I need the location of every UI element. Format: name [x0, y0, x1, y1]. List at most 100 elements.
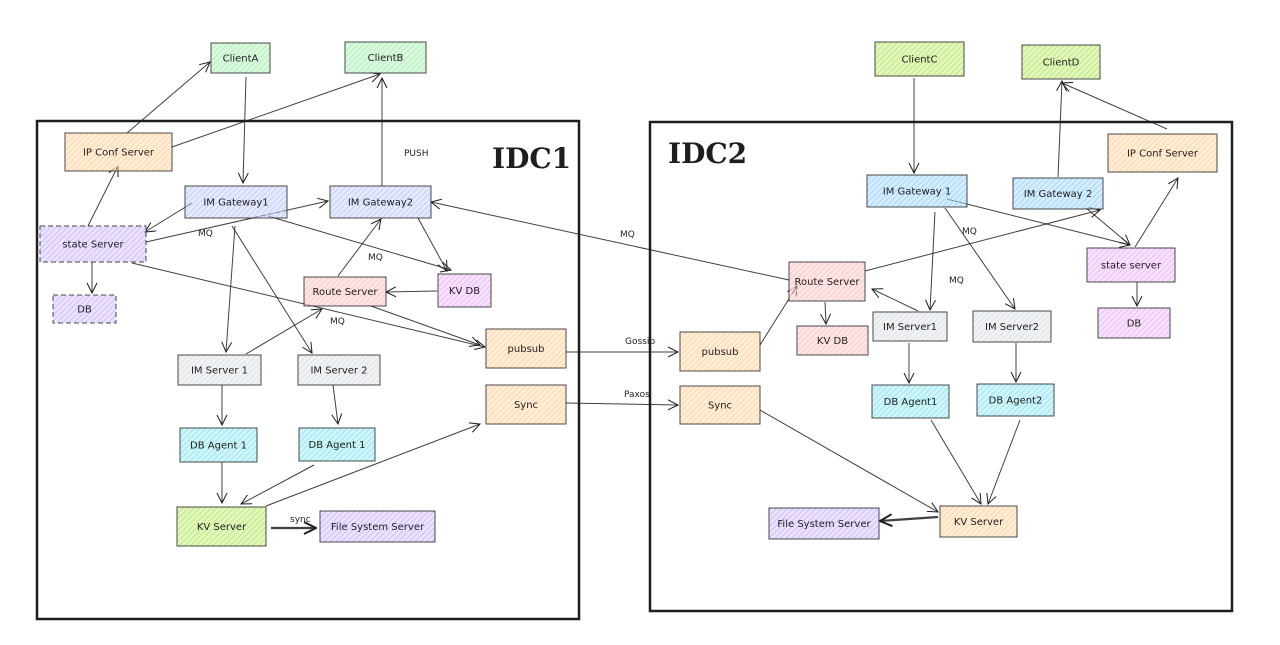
node-box[interactable] [939, 505, 1018, 538]
node-box[interactable] [972, 310, 1052, 343]
node-label: IM Gateway1 [203, 198, 268, 209]
arrow-line [126, 62, 210, 134]
node-gw2b[interactable]: IM Gateway 2 [1012, 177, 1104, 210]
node-box[interactable] [1107, 133, 1218, 173]
node-pubsub1[interactable]: pubsub [485, 328, 567, 369]
node-dba1b[interactable]: DB Agent 1 [298, 427, 376, 462]
node-kvs2[interactable]: KV Server [939, 505, 1018, 538]
node-box[interactable] [297, 354, 381, 386]
edge-dba1b-to-kvs1 [241, 464, 315, 504]
edge-label: PUSH [404, 149, 429, 159]
node-fss2[interactable]: File System Server [768, 507, 880, 540]
node-box[interactable] [768, 507, 880, 540]
arrow-line [880, 517, 939, 521]
node-box[interactable] [788, 261, 866, 302]
edge-label: MQ [949, 276, 964, 286]
node-route2[interactable]: Route Server [788, 261, 866, 302]
node-box[interactable] [872, 311, 948, 342]
node-gw1b[interactable]: IM Gateway2 [329, 185, 432, 219]
edge-gw1b-to-clientB: PUSH [382, 78, 429, 186]
arrow-line [145, 202, 193, 232]
node-box[interactable] [485, 328, 567, 369]
node-box[interactable] [210, 42, 271, 74]
node-box[interactable] [485, 384, 567, 425]
node-clientB[interactable]: ClientB [344, 41, 427, 74]
node-ipconf1[interactable]: IP Conf Server [64, 132, 173, 172]
node-box[interactable] [64, 132, 173, 172]
edge-route2-to-gw1b: MQ [431, 202, 790, 281]
node-box[interactable] [1086, 247, 1176, 283]
node-box[interactable] [344, 41, 427, 74]
node-state2[interactable]: state server [1086, 247, 1176, 283]
node-db2[interactable]: DB [1097, 307, 1171, 339]
edge-route1-to-pubsub1 [370, 305, 480, 345]
arrow-line [988, 419, 1021, 504]
node-db1[interactable]: DB [52, 294, 117, 324]
node-clientC[interactable]: ClientC [874, 41, 965, 77]
node-state1[interactable]: state Server [39, 225, 147, 263]
node-gw2a[interactable]: IM Gateway 1 [866, 174, 968, 208]
container-idc2: IDC2 [648, 120, 1234, 613]
node-pubsub2[interactable]: pubsub [679, 331, 761, 372]
node-ims1a[interactable]: IM Server 1 [177, 354, 262, 386]
arrow-line [759, 409, 938, 512]
edge-gw1a-to-ims1a [226, 225, 236, 352]
node-dba2b[interactable]: DB Agent2 [976, 383, 1055, 417]
node-dba2a[interactable]: DB Agent1 [871, 384, 950, 419]
arrow-line [930, 419, 981, 504]
arrow-line [231, 225, 312, 353]
node-label: DB Agent1 [884, 397, 938, 408]
node-box[interactable] [1012, 177, 1104, 210]
node-box[interactable] [52, 294, 117, 324]
node-box[interactable] [176, 506, 267, 547]
node-box[interactable] [179, 427, 258, 463]
node-box[interactable] [303, 276, 387, 307]
node-ims2a[interactable]: IM Server1 [872, 311, 948, 342]
node-box[interactable] [177, 354, 262, 386]
node-gw1a[interactable]: IM Gateway1 [184, 185, 288, 219]
arrow-line [386, 291, 438, 292]
node-route1[interactable]: Route Server [303, 276, 387, 307]
edge-gw1a-to-state1 [145, 202, 193, 232]
container-idc1: IDC1 [35, 119, 581, 621]
node-ipconf2[interactable]: IP Conf Server [1107, 133, 1218, 173]
node-box[interactable] [437, 273, 492, 308]
node-box[interactable] [39, 225, 147, 263]
arrow-line [930, 211, 935, 310]
node-box[interactable] [679, 331, 761, 372]
arrow-line [946, 198, 1130, 245]
edge-state1-to-ipconf1 [87, 166, 118, 227]
node-box[interactable] [871, 384, 950, 419]
edge-state2-to-ipconf2 [1134, 178, 1178, 248]
container-title: IDC1 [492, 142, 571, 175]
node-sync2[interactable]: Sync [679, 385, 761, 425]
container-frame [35, 119, 581, 621]
node-box[interactable] [796, 325, 869, 356]
node-clientA[interactable]: ClientA [210, 42, 271, 74]
arrow-line [245, 309, 322, 355]
node-clientD[interactable]: ClientD [1021, 44, 1101, 80]
node-kvs1[interactable]: KV Server [176, 506, 267, 547]
arrow-line [87, 166, 118, 227]
node-ims1b[interactable]: IM Server 2 [297, 354, 381, 386]
node-label: state Server [62, 240, 124, 251]
node-box[interactable] [874, 41, 965, 77]
arrow-line [333, 384, 338, 424]
node-box[interactable] [329, 185, 432, 219]
node-kvdb1[interactable]: KV DB [437, 273, 492, 308]
container-title: IDC2 [668, 137, 747, 170]
node-ims2b[interactable]: IM Server2 [972, 310, 1052, 343]
node-box[interactable] [679, 385, 761, 425]
node-dba1a[interactable]: DB Agent 1 [179, 427, 258, 463]
edge-label: Paxos [624, 390, 650, 400]
node-box[interactable] [184, 185, 288, 219]
node-box[interactable] [298, 427, 376, 462]
node-box[interactable] [1021, 44, 1101, 80]
node-box[interactable] [976, 383, 1055, 417]
node-fss1[interactable]: File System Server [319, 510, 436, 543]
node-box[interactable] [866, 174, 968, 208]
node-sync1[interactable]: Sync [485, 384, 567, 425]
node-kvdb2[interactable]: KV DB [796, 325, 869, 356]
node-box[interactable] [319, 510, 436, 543]
node-box[interactable] [1097, 307, 1171, 339]
